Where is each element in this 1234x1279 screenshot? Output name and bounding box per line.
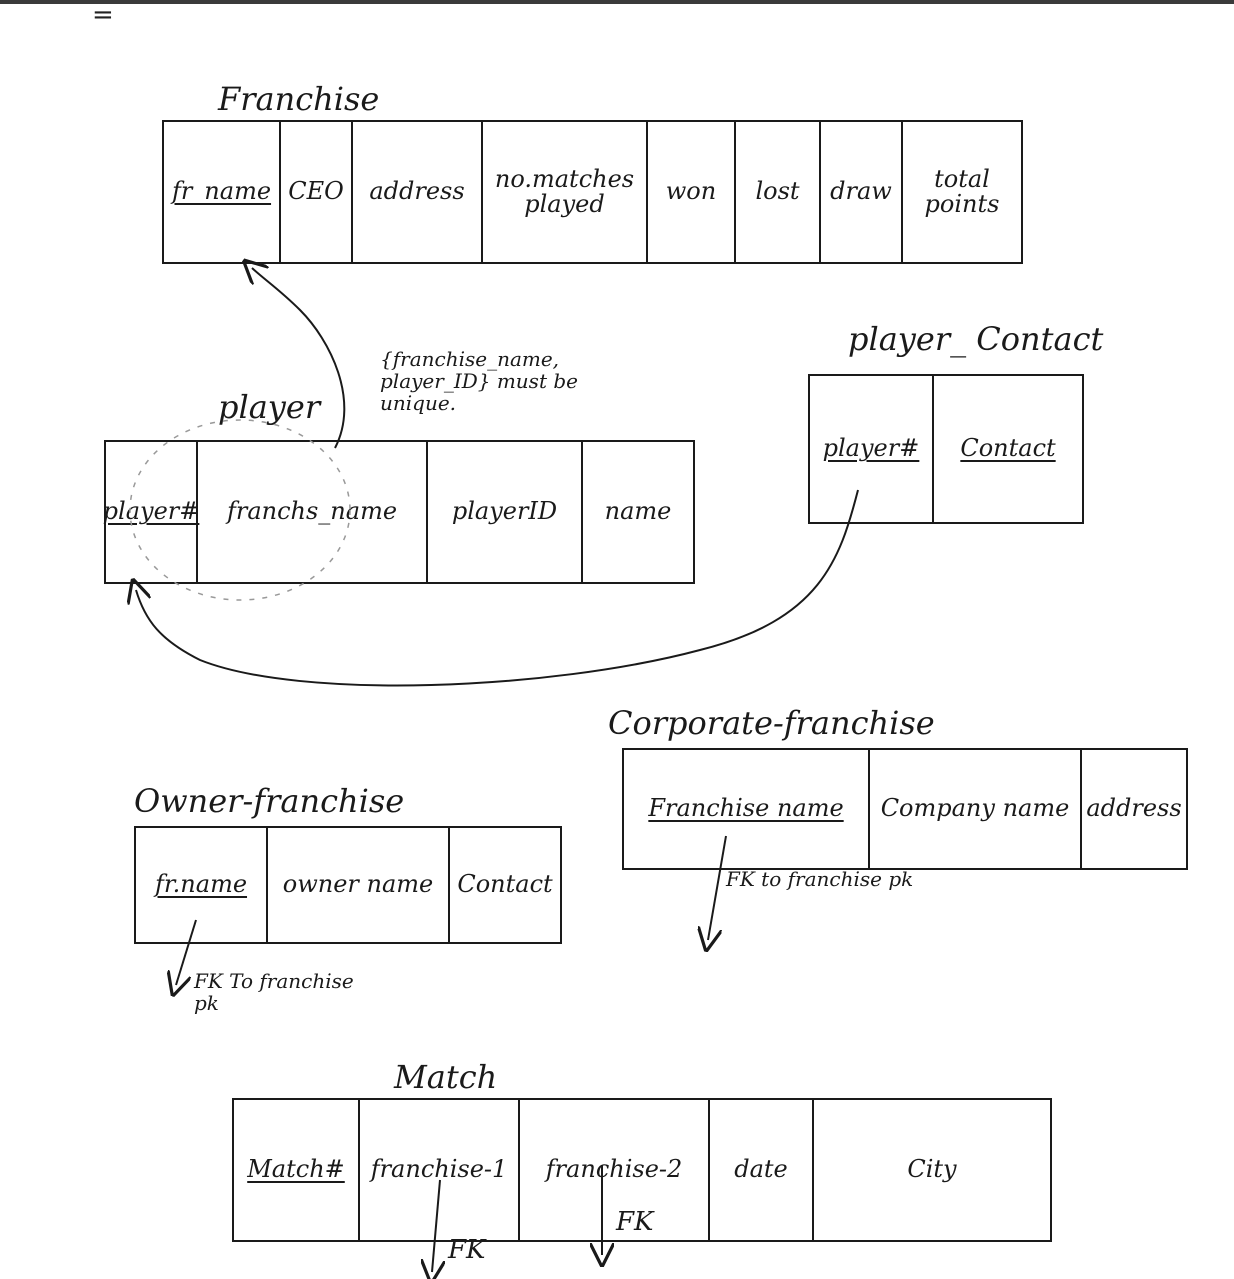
owner-fk-arrow	[176, 919, 197, 985]
player-table: player# franchs_name playerID name	[103, 440, 695, 584]
contact-to-player-arrow	[136, 489, 859, 687]
franchise-title: Franchise	[218, 80, 380, 118]
match-col-1: franchise-1	[358, 1100, 518, 1240]
owner-franchise-col-2: Contact	[448, 828, 560, 942]
owner-franchise-col-0: fr.name	[136, 828, 266, 942]
player-col-1: franchs_name	[196, 442, 426, 582]
match-fk-label-1: FK	[448, 1235, 486, 1265]
player-contact-table: player# Contact	[808, 374, 1084, 524]
match-col-0: Match#	[234, 1100, 358, 1240]
owner-franchise-pk-fr-name: fr.name	[154, 870, 248, 899]
top-border	[0, 0, 1234, 4]
corporate-franchise-col-0: Franchise name	[624, 750, 868, 868]
franchise-col-4: won	[646, 122, 734, 262]
corporate-franchise-col-2: address	[1080, 750, 1186, 868]
player-to-franchise-arrow	[252, 268, 346, 449]
franchise-col-2: address	[351, 122, 481, 262]
owner-franchise-fk-note: FK To franchise pk	[194, 969, 354, 1015]
player-contact-pk-player-num: player#	[822, 434, 920, 463]
match-col-3: date	[708, 1100, 812, 1240]
player-title: player	[218, 388, 321, 426]
player-contact-title: player_ Contact	[848, 320, 1104, 358]
player-unique-note: {franchise_name, player_ID} must be uniq…	[380, 347, 578, 415]
franchise-pk-fr-name: fr_name	[171, 177, 272, 206]
franchise-col-0: fr_name	[164, 122, 279, 262]
match-fk-label-2: FK	[616, 1207, 654, 1237]
franchise-name-highlight	[129, 419, 351, 601]
match-pk-match-num: Match#	[247, 1155, 345, 1184]
match-title: Match	[394, 1058, 498, 1096]
player-col-3: name	[581, 442, 693, 582]
franchise-col-7: total points	[901, 122, 1021, 262]
corporate-franchise-title: Corporate-franchise	[608, 704, 935, 742]
franchise-col-6: draw	[819, 122, 901, 262]
player-contact-pk-contact: Contact	[960, 434, 1056, 463]
owner-franchise-title: Owner-franchise	[134, 782, 405, 820]
franchise-table: fr_name CEO address no.matches played wo…	[162, 120, 1023, 264]
owner-franchise-col-1: owner name	[266, 828, 448, 942]
corner-mark: =	[92, 0, 114, 30]
corporate-fk-arrow	[708, 835, 727, 940]
franchise-col-3: no.matches played	[481, 122, 646, 262]
player-contact-col-0: player#	[810, 376, 932, 522]
match-col-2: franchise-2	[518, 1100, 708, 1240]
player-contact-col-1: Contact	[932, 376, 1082, 522]
player-col-0: player#	[103, 442, 200, 582]
player-pk-player-num: player#	[102, 497, 200, 526]
match-fk-arrow-1	[432, 1179, 440, 1272]
corporate-franchise-pk-franchise-name: Franchise name	[648, 794, 844, 823]
player-col-2: playerID	[426, 442, 581, 582]
franchise-col-1: CEO	[279, 122, 351, 262]
owner-franchise-table: fr.name owner name Contact	[134, 826, 562, 944]
match-table: Match# franchise-1 franchise-2 date City	[232, 1098, 1052, 1242]
franchise-col-5: lost	[734, 122, 819, 262]
corporate-franchise-table: Franchise name Company name address	[622, 748, 1188, 870]
corporate-franchise-fk-note: FK to franchise pk	[726, 867, 914, 891]
corporate-franchise-col-1: Company name	[868, 750, 1080, 868]
match-col-4: City	[812, 1100, 1050, 1240]
